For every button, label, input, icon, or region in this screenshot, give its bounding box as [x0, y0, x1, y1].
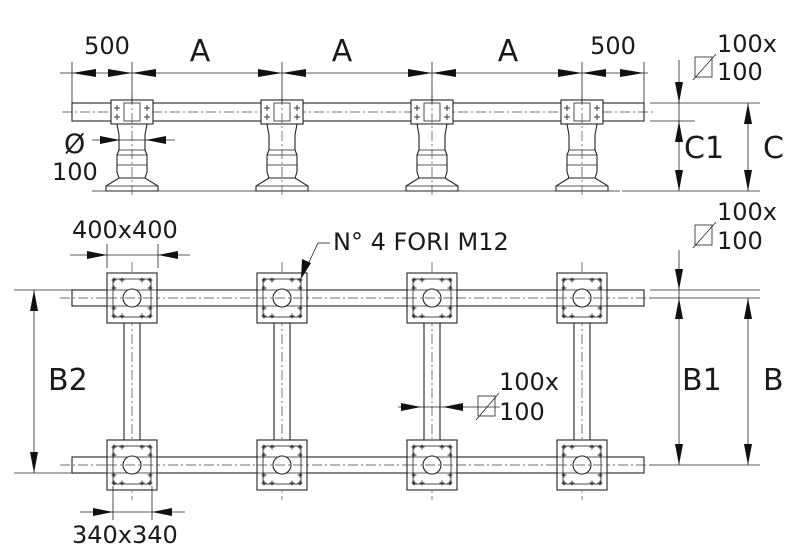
dim-A-1: A: [190, 34, 211, 69]
elevation-supports: [105, 95, 609, 195]
plate-size-dim: 400x400: [70, 216, 190, 268]
cross-section-callout: 100x 100: [398, 368, 559, 426]
plan-view: 400x400 N° 4 FORI M12 100x 100 B1: [14, 198, 784, 549]
diameter-symbol: Ø: [64, 129, 85, 160]
base-plate-2-2: [256, 439, 308, 491]
plan-right-dims: 100x 100 B1 B: [650, 198, 784, 466]
dim-C: C: [763, 131, 784, 166]
elevation-support-2: [255, 95, 309, 195]
top-dimension-chain: 500 A A A 500: [60, 32, 648, 103]
cross-section-line1: 100x: [499, 368, 559, 396]
side-section-line1: 100x: [717, 30, 777, 58]
base-plate-1-1: [106, 272, 158, 324]
plan-left-dim: B2: [14, 289, 106, 474]
base-plate-1-4: [556, 272, 608, 324]
dim-B: B: [763, 363, 784, 398]
diameter-value: 100: [52, 158, 98, 186]
dim-500-right: 500: [590, 32, 636, 60]
dim-A-3: A: [498, 34, 519, 69]
side-section-line2: 100: [717, 58, 763, 86]
plate-size-label: 400x400: [72, 216, 178, 244]
plan-section-top-line1: 100x: [717, 198, 777, 226]
dim-B2: B2: [48, 363, 88, 398]
base-plate-1-3: [406, 272, 458, 324]
base-plate-2-3: [406, 439, 458, 491]
dim-500-left: 500: [84, 32, 130, 60]
plan-section-top-line2: 100: [717, 227, 763, 255]
elevation-support-3: [405, 95, 459, 195]
base-plate-2-1: [106, 439, 158, 491]
base-size-dim: 340x340: [72, 486, 185, 549]
holes-note-label: N° 4 FORI M12: [333, 228, 509, 256]
diameter-callout: Ø 100: [52, 129, 175, 186]
base-plate-1-2: [256, 272, 308, 324]
elevation-support-4: [555, 95, 609, 195]
base-size-label: 340x340: [72, 521, 178, 549]
elevation-support-1: [105, 95, 159, 195]
plan-cross-beams: [123, 262, 591, 500]
cross-section-line2: 100: [499, 398, 545, 426]
dim-C1: C1: [684, 131, 724, 166]
elevation-view: 500 A A A 500 Ø 100: [52, 30, 784, 195]
holes-note: N° 4 FORI M12: [301, 228, 509, 279]
plan-base-plates: [106, 272, 608, 491]
elevation-right-dims: 100x 100 C1 C: [622, 30, 784, 192]
dim-A-2: A: [332, 34, 353, 69]
dim-B1: B1: [682, 363, 722, 398]
base-plate-2-4: [556, 439, 608, 491]
